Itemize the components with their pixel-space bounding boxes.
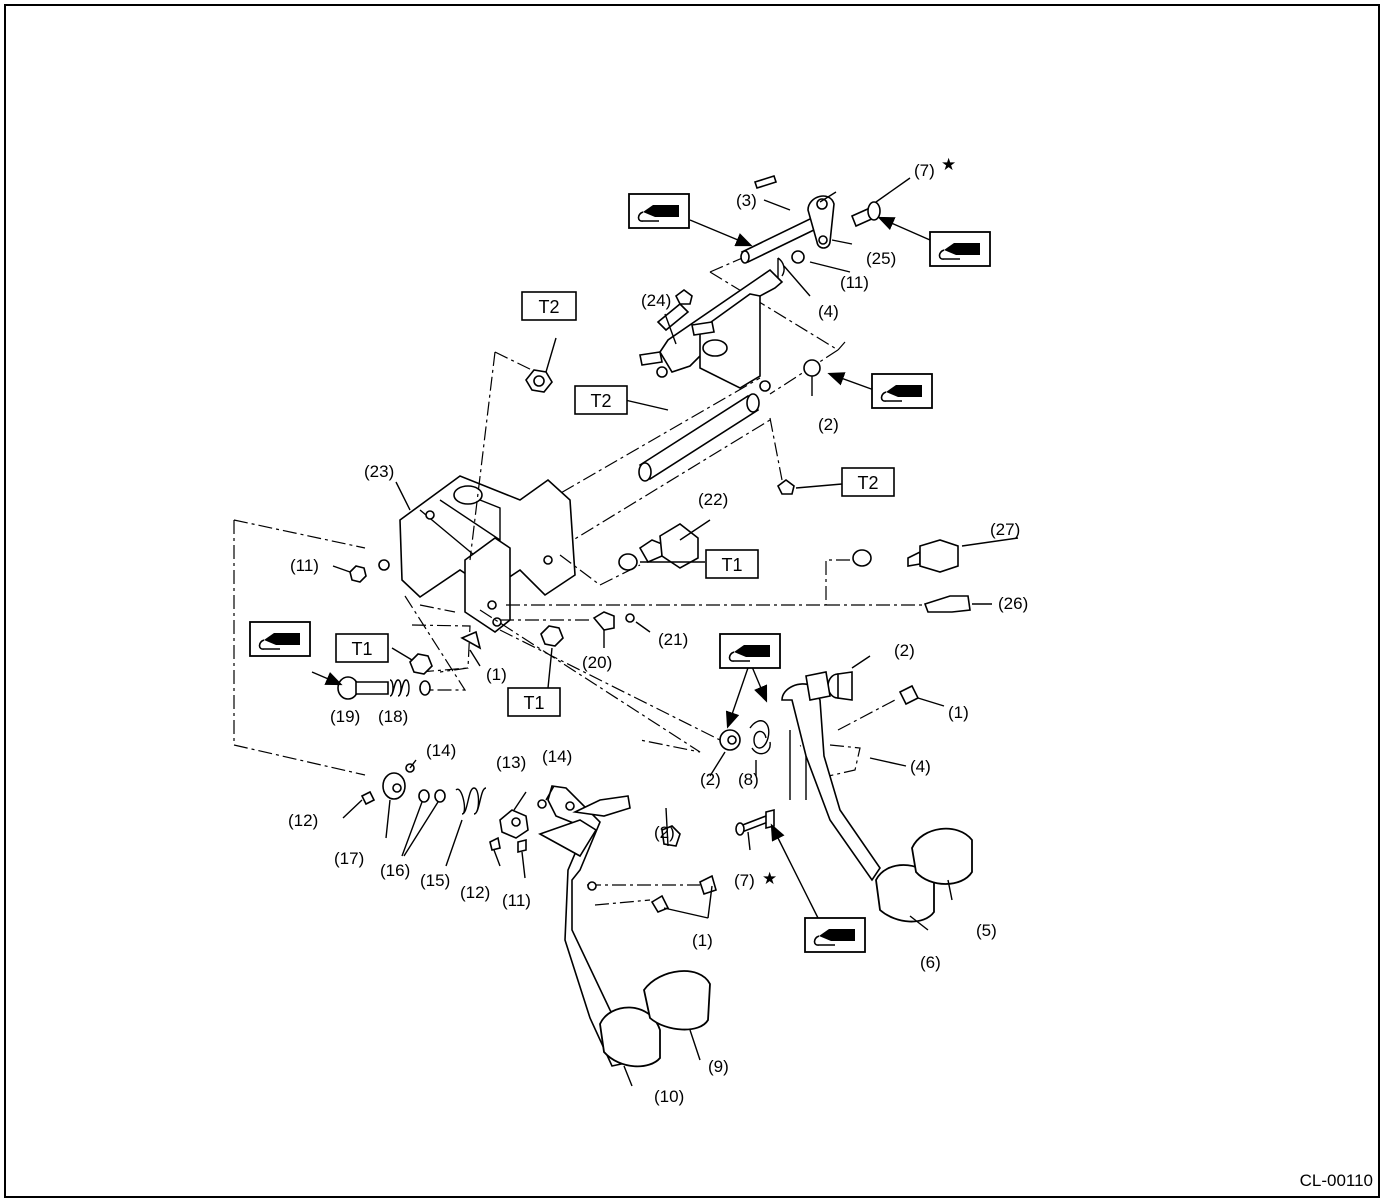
callout: (14) [542, 747, 572, 766]
torque-box-t2: T2 [841, 467, 895, 497]
torque-box-t2: T2 [574, 385, 628, 415]
callout: (9) [708, 1057, 729, 1076]
callout: (3) [736, 191, 757, 210]
callout: (1) [486, 665, 507, 684]
callout: (4) [910, 757, 931, 776]
callout: (25) [866, 249, 896, 268]
pedal-shaft [539, 377, 771, 549]
callout: (11) [290, 556, 319, 575]
figure-id: CL-00110 [1299, 1171, 1373, 1190]
leader-lines [332, 177, 1019, 1087]
callout: (14) [426, 741, 456, 760]
callout: (7) [734, 871, 755, 890]
pedal-bracket-main [378, 475, 576, 633]
svg-text:T1: T1 [721, 555, 742, 575]
grease-icon [719, 633, 781, 669]
callout: (11) [840, 273, 869, 292]
callout: (1) [948, 703, 969, 722]
callout: (7) [914, 161, 935, 180]
callout: (20) [582, 653, 612, 672]
callout: (10) [654, 1087, 684, 1106]
callout: (4) [818, 302, 839, 321]
svg-text:T2: T2 [590, 391, 611, 411]
callout: (19) [330, 707, 360, 726]
callout: (6) [920, 953, 941, 972]
svg-text:T1: T1 [351, 639, 372, 659]
callout: (15) [420, 871, 450, 890]
callout: (2) [654, 823, 675, 842]
callout: (21) [658, 630, 688, 649]
star-mark: ★ [941, 155, 956, 174]
grease-icon [871, 373, 933, 409]
svg-text:T1: T1 [523, 693, 544, 713]
star-mark: ★ [762, 869, 777, 888]
torque-box-t1: T1 [705, 549, 759, 579]
callout-labels: (7) ★ (3) (25) (11) (4) (24) (2) (23) (1… [288, 155, 1028, 1106]
grease-icon [249, 621, 311, 657]
grease-icon [628, 193, 690, 229]
torque-box-t2: T2 [521, 291, 577, 321]
assembly-lines [233, 351, 925, 906]
callout: (12) [460, 883, 490, 902]
svg-text:T2: T2 [857, 473, 878, 493]
torque-box-t1: T1 [335, 633, 389, 663]
callout: (2) [894, 641, 915, 660]
callout: (26) [998, 594, 1028, 613]
callout: (18) [378, 707, 408, 726]
callout: (5) [976, 921, 997, 940]
callout: (11) [502, 891, 531, 910]
clutch-pedal [538, 785, 711, 1068]
callout: (16) [380, 861, 410, 880]
svg-text:T2: T2 [538, 297, 559, 317]
callout: (27) [990, 520, 1020, 539]
callout: (8) [738, 770, 759, 789]
callout: (13) [496, 753, 526, 772]
brake-pedal [781, 671, 973, 923]
callout: (22) [698, 490, 728, 509]
pedal-bracket-upper [639, 268, 784, 392]
callout: (2) [700, 770, 721, 789]
pivot-shaft-assembly [709, 175, 881, 395]
grease-icon [929, 231, 991, 267]
callout: (1) [692, 931, 713, 950]
callout: (2) [818, 415, 839, 434]
grease-icon [804, 917, 866, 953]
callout: (17) [334, 849, 364, 868]
callout: (12) [288, 811, 318, 830]
callout: (23) [364, 462, 394, 481]
torque-box-t1: T1 [507, 687, 561, 717]
figure-frame [4, 4, 1380, 1198]
hardware [337, 289, 971, 913]
callout: (24) [641, 291, 671, 310]
